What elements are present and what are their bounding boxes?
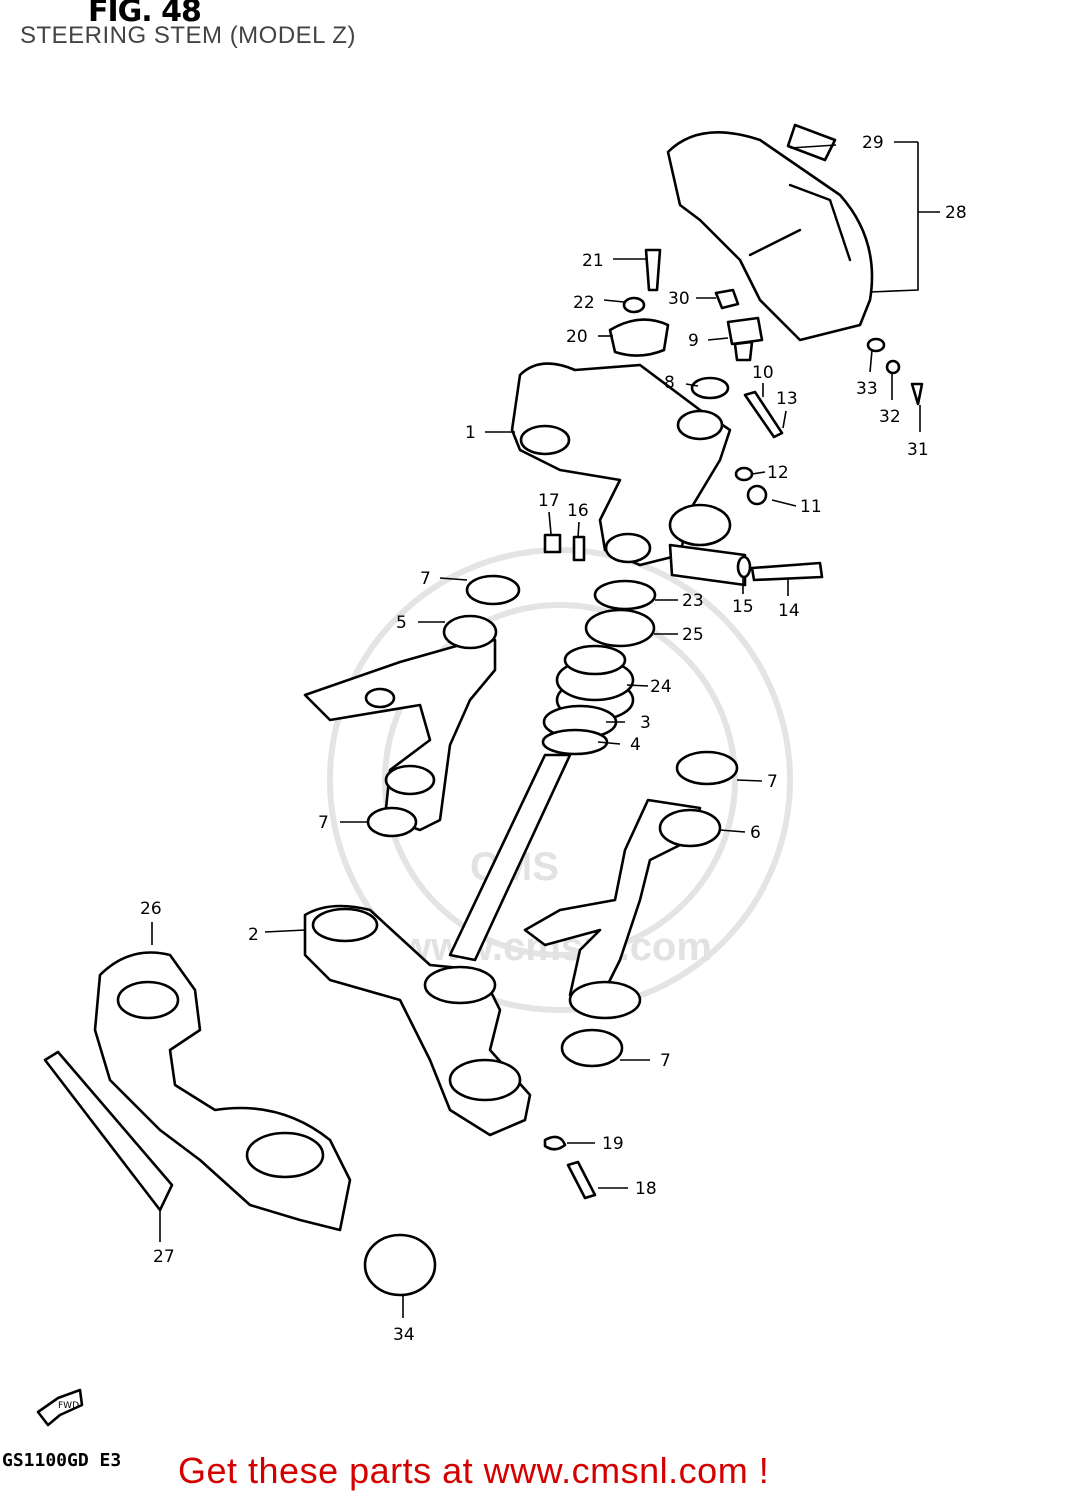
cover-emblem: [786, 123, 837, 162]
nut-17: [543, 533, 562, 554]
label-12: 12: [767, 463, 789, 483]
footer-link[interactable]: Get these parts at www.cmsnl.com !: [178, 1450, 770, 1491]
label-16: 16: [567, 501, 589, 521]
bracket-cover: [93, 951, 352, 1232]
figure-number: FIG. 48: [88, 0, 202, 29]
label-3: 3: [640, 713, 651, 733]
right-bracket: [523, 798, 722, 1020]
label-18: 18: [635, 1179, 657, 1199]
label-7c: 7: [767, 772, 778, 792]
label-1: 1: [465, 423, 476, 443]
emblem-27: [43, 1050, 174, 1212]
label-31: 31: [907, 440, 929, 460]
washer-32: [885, 359, 901, 375]
washer-15: [736, 555, 752, 579]
label-21: 21: [582, 251, 604, 271]
left-bracket: [303, 614, 498, 832]
upper-bracket: [510, 362, 747, 587]
leader-lines: [151, 141, 940, 1318]
label-25: 25: [682, 625, 704, 645]
cushion-7c: [675, 750, 739, 786]
label-15: 15: [732, 597, 754, 617]
cushion-7a: [465, 574, 521, 606]
washer-22: [622, 296, 646, 314]
label-29: 29: [862, 133, 884, 153]
label-32: 32: [879, 407, 901, 427]
label-27: 27: [153, 1247, 175, 1267]
nut-11: [746, 484, 768, 506]
label-19: 19: [602, 1134, 624, 1154]
label-30: 30: [668, 289, 690, 309]
label-8: 8: [664, 373, 675, 393]
washer-8: [690, 376, 730, 400]
label-28: 28: [945, 203, 967, 223]
label-23: 23: [682, 591, 704, 611]
plate-30: [714, 288, 740, 310]
label-7b: 7: [318, 813, 329, 833]
front-arrow-icon: FWD: [36, 1388, 84, 1427]
label-33: 33: [856, 379, 878, 399]
label-5: 5: [396, 613, 407, 633]
bolt-10: [743, 390, 784, 439]
label-2: 2: [248, 925, 259, 945]
cushion-7d: [560, 1028, 624, 1068]
part-labels: 1 2 3 4 5 6 7 7 7 7 8 9 10 11 12 13 14 1…: [140, 133, 967, 1345]
screw-31: [910, 382, 924, 406]
bolt-21: [644, 248, 662, 292]
bolt-9: [726, 316, 764, 362]
clamp-20: [608, 318, 670, 357]
front-arrow-label: FWD: [58, 1401, 79, 1411]
handle-cover: [666, 123, 874, 342]
race-4: [541, 728, 609, 756]
screw-18: [566, 1160, 597, 1200]
washer-25: [584, 608, 656, 648]
label-10: 10: [752, 363, 774, 383]
label-17: 17: [538, 491, 560, 511]
figure-title: STEERING STEM (MODEL Z): [20, 22, 356, 49]
label-22: 22: [573, 293, 595, 313]
label-24: 24: [650, 677, 672, 697]
nut-23: [593, 579, 657, 611]
label-7a: 7: [420, 569, 431, 589]
label-13: 13: [776, 389, 798, 409]
lower-bracket: [303, 753, 572, 1137]
label-14: 14: [778, 601, 800, 621]
clip-19: [543, 1135, 567, 1151]
model-code: GS1100GD E3: [2, 1450, 122, 1471]
nut-33: [866, 337, 886, 353]
bolt-16: [572, 535, 586, 562]
label-20: 20: [566, 327, 588, 347]
label-26: 26: [140, 899, 162, 919]
label-11: 11: [800, 497, 822, 517]
washer-12: [734, 466, 754, 482]
cap-34: [363, 1233, 437, 1297]
label-4: 4: [630, 735, 641, 755]
label-6: 6: [750, 823, 761, 843]
label-9: 9: [688, 331, 699, 351]
label-7d: 7: [660, 1051, 671, 1071]
label-34: 34: [393, 1325, 415, 1345]
cushion-7b: [366, 806, 418, 838]
bolt-14: [750, 561, 824, 582]
